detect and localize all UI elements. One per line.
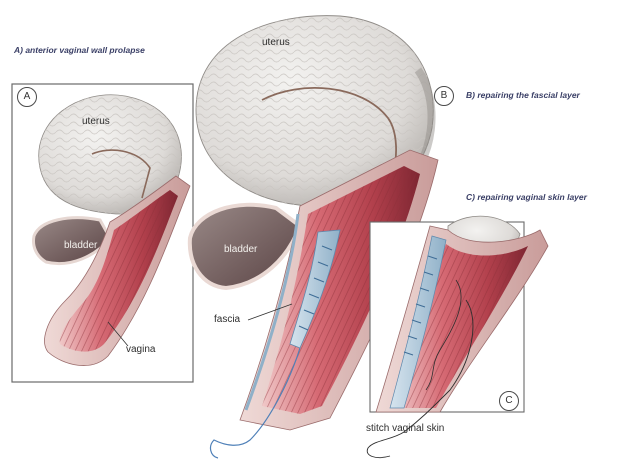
- panel-b-caption: B) repairing the fascial layer: [466, 90, 580, 100]
- uterus-b-label: uterus: [262, 37, 290, 48]
- panel-c-badge: C: [499, 391, 519, 411]
- uterus-a-label: uterus: [82, 116, 110, 127]
- panel-a-caption: A) anterior vaginal wall prolapse: [14, 45, 145, 55]
- panel-c: [367, 216, 548, 457]
- panel-c-caption: C) repairing vaginal skin layer: [466, 192, 587, 202]
- panel-a: [12, 84, 193, 382]
- vagina-a-label: vagina: [126, 344, 155, 355]
- bladder-a-label: bladder: [64, 240, 97, 251]
- fascia-b-label: fascia: [214, 314, 240, 325]
- panel-b-badge: B: [434, 86, 454, 106]
- stitch-c-label: stitch vaginal skin: [366, 423, 444, 434]
- bladder-b-label: bladder: [224, 244, 257, 255]
- panel-a-badge: A: [17, 87, 37, 107]
